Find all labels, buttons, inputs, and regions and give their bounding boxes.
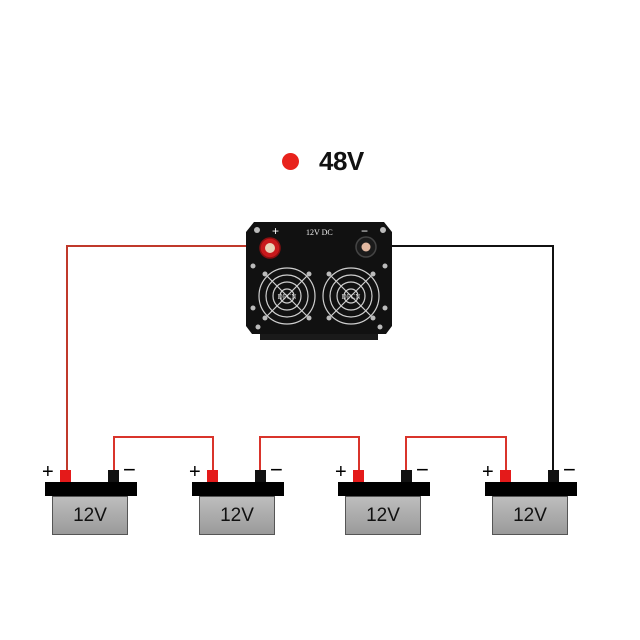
red-dot-icon bbox=[282, 153, 299, 170]
plus-sign: + bbox=[482, 461, 494, 483]
inverter-plus: + bbox=[272, 224, 279, 238]
svg-text:DFCN: DFCN bbox=[342, 293, 361, 301]
negative-terminal-icon bbox=[255, 470, 266, 482]
positive-terminal-icon bbox=[207, 470, 218, 482]
series-wire-2-3 bbox=[259, 436, 360, 472]
fan-left-icon bbox=[258, 267, 316, 325]
battery-2: + − 12V bbox=[189, 459, 284, 535]
series-wire-1-2 bbox=[113, 436, 214, 472]
series-wire-3-4 bbox=[405, 436, 507, 472]
negative-terminal-icon bbox=[548, 470, 559, 482]
minus-sign: − bbox=[563, 457, 576, 482]
positive-terminal-icon bbox=[500, 470, 511, 482]
battery-lid bbox=[192, 482, 284, 496]
inverter: + − 12V DC DFCN DFCN bbox=[246, 222, 392, 340]
battery-lid bbox=[338, 482, 430, 496]
positive-wire bbox=[66, 245, 270, 472]
inverter-label: 12V DC bbox=[306, 228, 333, 237]
battery-4: + − 12V bbox=[482, 459, 577, 535]
plus-sign: + bbox=[42, 461, 54, 483]
battery-lid bbox=[485, 482, 577, 496]
battery-3: + − 12V bbox=[335, 459, 430, 535]
battery-label: 12V bbox=[345, 496, 421, 535]
svg-text:DFCN: DFCN bbox=[278, 293, 297, 301]
minus-sign: − bbox=[270, 457, 283, 482]
voltage-legend: 48V bbox=[282, 146, 364, 177]
fan-right-icon bbox=[322, 267, 380, 325]
minus-sign: − bbox=[416, 457, 429, 482]
battery-lid bbox=[45, 482, 137, 496]
battery-label: 12V bbox=[199, 496, 275, 535]
positive-terminal-icon bbox=[60, 470, 71, 482]
positive-terminal-icon bbox=[353, 470, 364, 482]
battery-label: 12V bbox=[492, 496, 568, 535]
plus-sign: + bbox=[335, 461, 347, 483]
inverter-minus: − bbox=[361, 224, 368, 238]
voltage-label: 48V bbox=[319, 146, 364, 176]
plus-sign: + bbox=[189, 461, 201, 483]
negative-wire bbox=[366, 245, 554, 472]
negative-terminal-icon bbox=[401, 470, 412, 482]
battery-label: 12V bbox=[52, 496, 128, 535]
battery-1: + − 12V bbox=[42, 459, 137, 535]
negative-terminal-icon bbox=[108, 470, 119, 482]
minus-sign: − bbox=[123, 457, 136, 482]
